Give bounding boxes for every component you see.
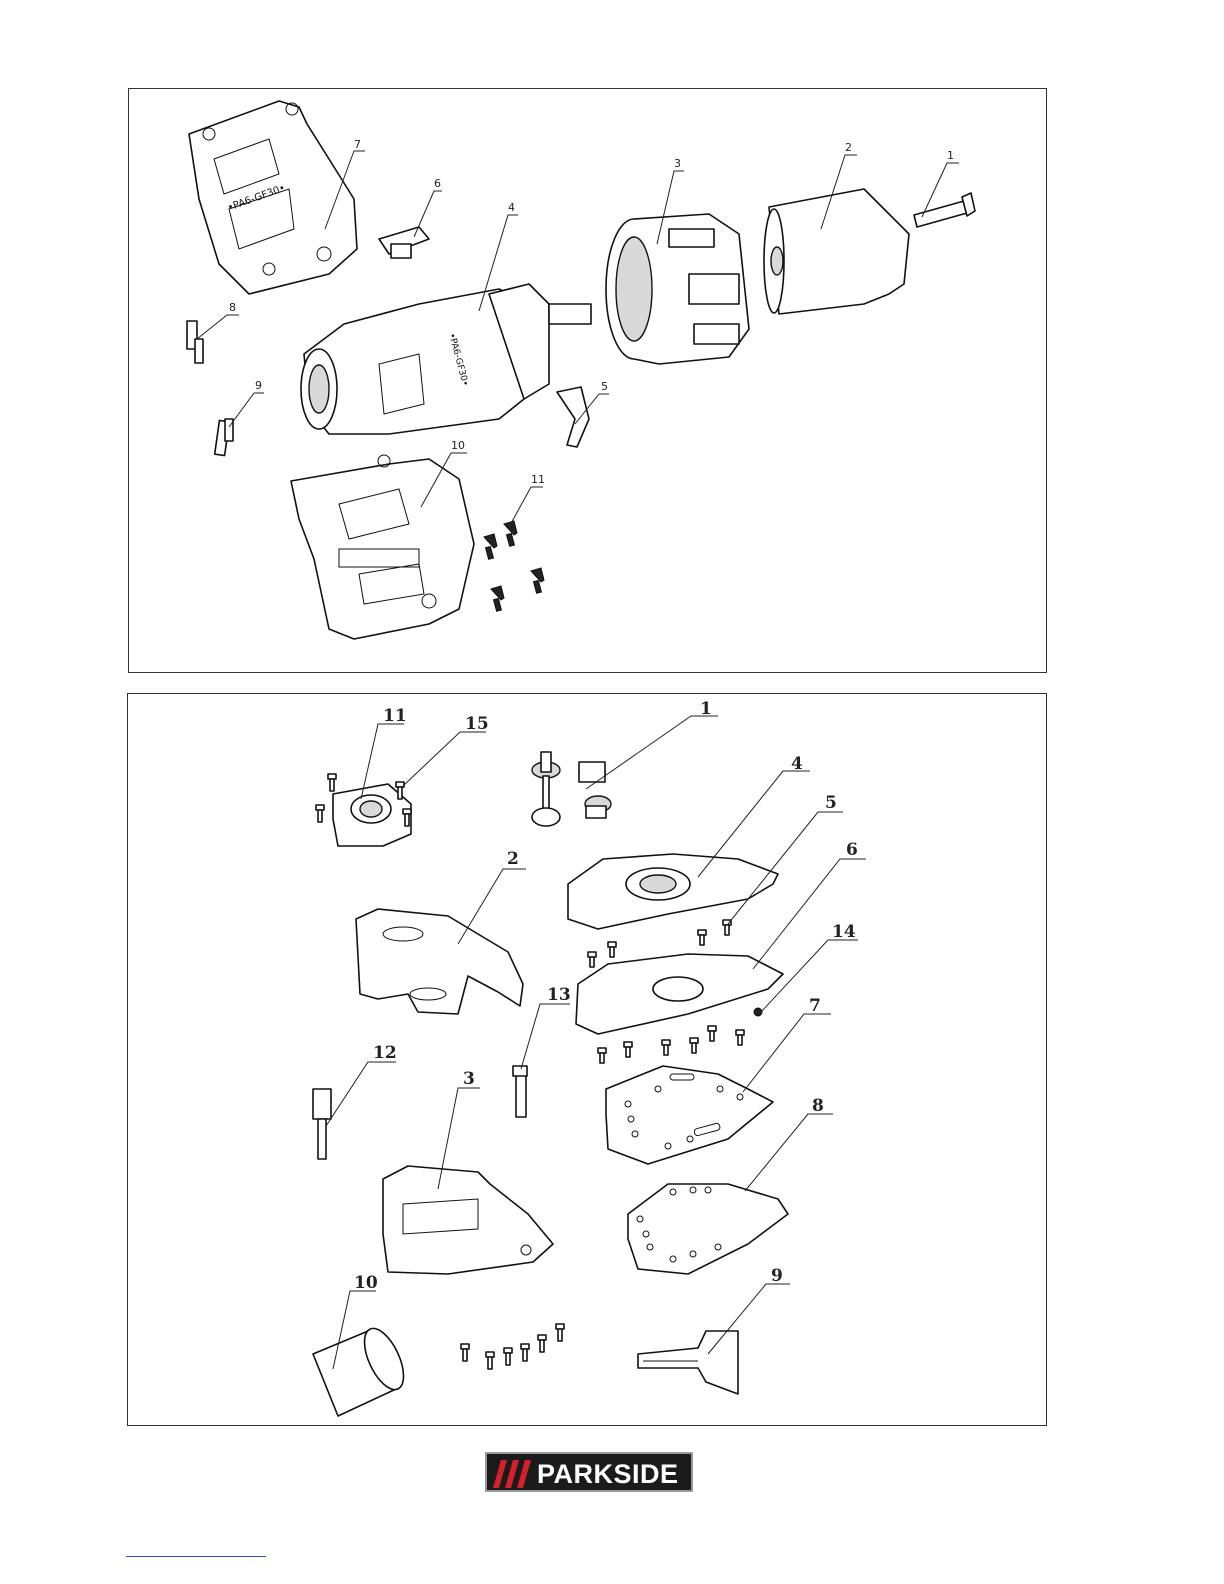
part-sanding-sheet [628, 1184, 788, 1274]
part-ring-nut [606, 214, 749, 364]
svg-text:11: 11 [383, 706, 407, 726]
svg-text:11: 11 [531, 473, 545, 486]
part-screws-base [598, 1026, 744, 1063]
top-exploded-view-drawing: •PA6-GF30• •PA6-GF30• [129, 89, 1048, 674]
bottom-callout-1: 1 [586, 699, 718, 789]
svg-text:8: 8 [229, 301, 236, 314]
part-bracket-5 [557, 387, 589, 447]
part-top-plate [568, 854, 778, 929]
part-scraper [638, 1331, 738, 1394]
svg-text:2: 2 [507, 849, 519, 869]
svg-text:5: 5 [825, 793, 837, 813]
part-clip-12 [313, 1089, 331, 1159]
svg-text:14: 14 [832, 922, 856, 942]
parkside-logo: PARKSIDE [485, 1452, 693, 1492]
svg-text:2: 2 [845, 141, 852, 154]
top-exploded-view-panel: •PA6-GF30• •PA6-GF30• [128, 88, 1047, 673]
svg-text:8: 8 [812, 1096, 824, 1116]
footer-link-underline [126, 1556, 266, 1557]
part-clip-13 [513, 1066, 527, 1117]
top-callout-8: 8 [197, 301, 239, 339]
svg-text:9: 9 [771, 1266, 783, 1286]
bottom-callout-12: 12 [326, 1043, 397, 1126]
part-clip-8 [187, 321, 203, 363]
bottom-callout-5: 5 [728, 793, 843, 924]
part-screw [914, 193, 975, 227]
svg-text:7: 7 [809, 996, 821, 1016]
svg-text:3: 3 [674, 157, 681, 170]
svg-text:7: 7 [354, 138, 361, 151]
part-base-housing [383, 1166, 553, 1274]
bottom-callout-6: 6 [753, 840, 866, 969]
part-screws-11 [484, 521, 544, 611]
svg-text:3: 3 [463, 1069, 475, 1089]
svg-text:12: 12 [373, 1043, 397, 1063]
brand-stripes-icon [491, 1458, 539, 1490]
svg-text:5: 5 [601, 380, 608, 393]
bottom-exploded-view-panel: 11 15 1 4 5 6 14 2 13 7 12 3 [127, 693, 1047, 1426]
part-cap [764, 189, 909, 314]
svg-text:15: 15 [465, 714, 489, 734]
part-housing-half [356, 909, 523, 1014]
bottom-callout-15: 15 [403, 714, 489, 786]
top-callout-9: 9 [229, 379, 264, 427]
part-pad [606, 1066, 773, 1164]
brand-name: PARKSIDE [537, 1458, 679, 1490]
svg-text:1: 1 [700, 699, 712, 719]
part-dust-tube [313, 1323, 412, 1416]
svg-text:9: 9 [255, 379, 262, 392]
svg-text:13: 13 [547, 985, 571, 1005]
part-front-housing [291, 455, 474, 639]
part-screw-row [461, 1324, 564, 1369]
bottom-callout-13: 13 [521, 985, 571, 1069]
svg-text:10: 10 [354, 1273, 378, 1293]
svg-text:4: 4 [791, 754, 803, 774]
part-eccentric-assembly [532, 752, 611, 826]
svg-text:1: 1 [947, 149, 954, 162]
top-callout-6: 6 [414, 177, 442, 237]
svg-text:4: 4 [508, 201, 515, 214]
part-switch [379, 227, 429, 258]
part-sanding-base [576, 954, 783, 1034]
top-callout-11: 11 [509, 473, 545, 527]
svg-text:6: 6 [846, 840, 858, 860]
part-motor-assembly: •PA6-GF30• [301, 284, 591, 434]
svg-text:6: 6 [434, 177, 441, 190]
svg-text:10: 10 [451, 439, 465, 452]
part-housing-frame: •PA6-GF30• [189, 101, 357, 294]
bottom-exploded-view-drawing: 11 15 1 4 5 6 14 2 13 7 12 3 [128, 694, 1048, 1427]
